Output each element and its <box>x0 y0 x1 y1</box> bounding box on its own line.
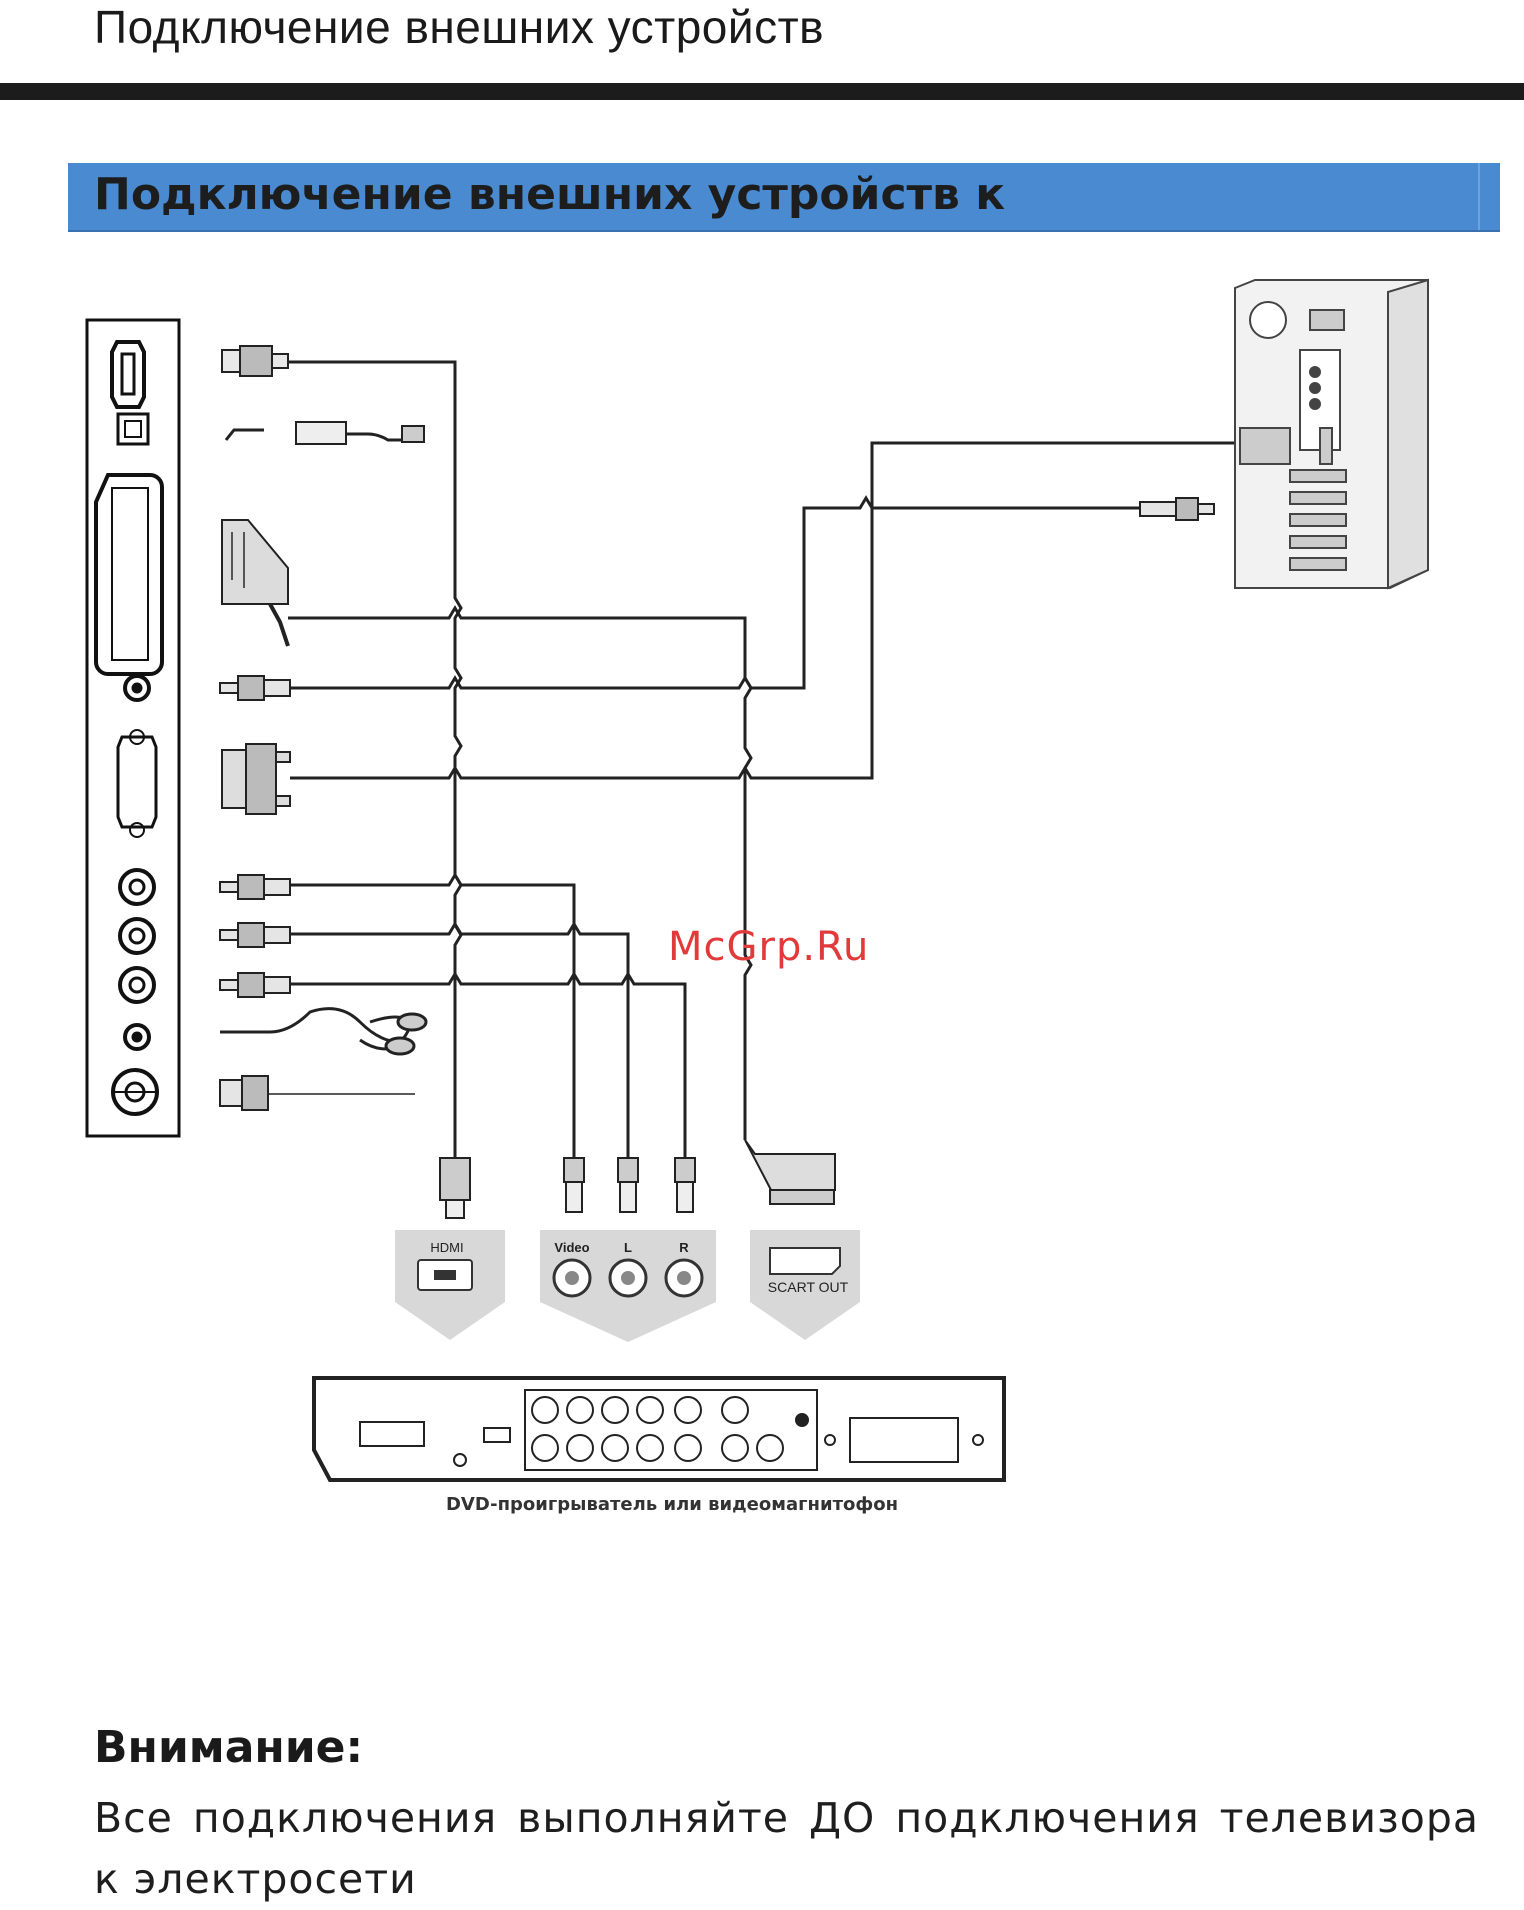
hdmi-plug-icon <box>222 346 288 376</box>
r-label: R <box>679 1240 689 1255</box>
scart-out-callout: SCART OUT <box>750 1230 860 1340</box>
dvd-player-rear-panel <box>314 1378 1004 1480</box>
tv-connector-panel <box>87 320 179 1136</box>
av-callout: Video L R <box>540 1230 716 1342</box>
rca-plug-right-icon <box>220 973 290 997</box>
computer-tower-icon <box>1235 280 1428 588</box>
hdmi-label: HDMI <box>430 1240 463 1255</box>
rca-plug-icon <box>220 676 290 700</box>
dvd-rca-left-plug-icon <box>618 1158 638 1212</box>
rca-plug-left-icon <box>220 923 290 947</box>
dvd-scart-plug-icon <box>745 1140 835 1204</box>
attention-text: Все подключения выполняйте ДО подключени… <box>94 1788 1479 1910</box>
hdmi-callout: HDMI <box>395 1230 505 1340</box>
dvd-hdmi-plug-icon <box>440 1158 470 1218</box>
dvd-rca-video-plug-icon <box>564 1158 584 1212</box>
attention-title: Внимание: <box>94 1722 363 1773</box>
l-label: L <box>624 1240 632 1255</box>
headphones-icon <box>220 1009 426 1054</box>
section-header-band: Подключение внешних устройств к <box>68 163 1500 232</box>
band-edge <box>1478 163 1480 230</box>
section-title: Подключение внешних устройств к <box>94 169 1005 220</box>
rca-plug-video-icon <box>220 875 290 899</box>
scart-plug-icon <box>222 520 288 646</box>
vga-plug-icon <box>222 744 290 814</box>
connection-diagram: McGrp.Ru HDMI Video L R SCART OUT <box>0 270 1524 1570</box>
video-label: Video <box>554 1240 589 1255</box>
dvd-caption: DVD-проигрыватель или видеомагнитофон <box>446 1494 898 1515</box>
cable-lines <box>288 362 1240 1158</box>
watermark-text: McGrp.Ru <box>668 924 869 970</box>
title-rule <box>0 83 1524 100</box>
pc-audio-plug-icon <box>1140 498 1214 520</box>
page-title: Подключение внешних устройств <box>94 0 824 54</box>
antenna-plug-icon <box>220 1076 415 1110</box>
network-cable-icon <box>226 422 424 444</box>
dvd-rca-right-plug-icon <box>675 1158 695 1212</box>
scart-out-label: SCART OUT <box>768 1279 849 1295</box>
